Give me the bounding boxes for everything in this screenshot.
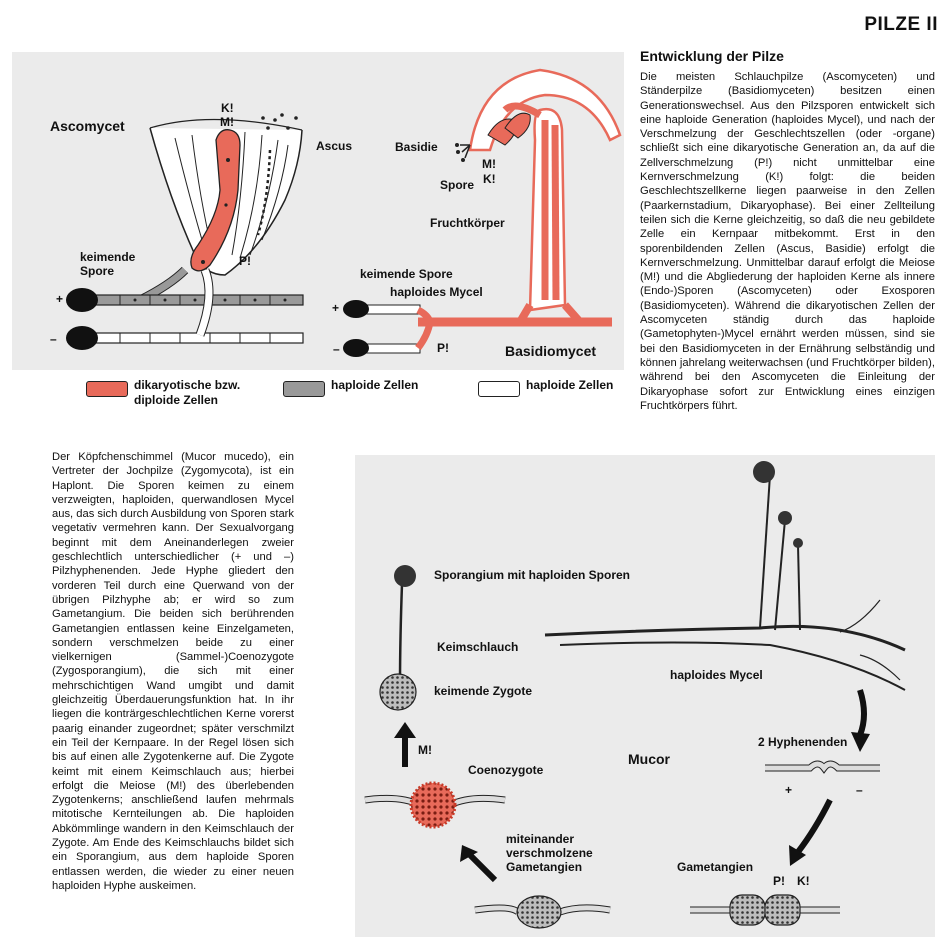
gametangia-plasmogamy-label: P! [773,874,785,888]
section-heading: Entwicklung der Pilze [640,48,784,64]
legend-swatch-red [86,381,128,397]
fused-gametangia-label-2: verschmolzene [506,846,593,860]
ascomycete-drawing [66,113,304,350]
germinating-zygote-label: keimende Zygote [434,684,533,698]
legend-label: dikaryotische bzw. [134,378,241,392]
spore-label: Spore [440,178,475,192]
ascomycete-title: Ascomycet [50,118,125,134]
germinating-zygote [379,673,417,711]
basidium-label: Basidie [395,140,438,154]
legend-label: diploide Zellen [134,393,219,407]
hyphae-minus-sign: – [856,783,863,797]
basidiomycete-drawing [343,68,622,357]
mycelium-label: haploides Mycel [670,668,763,682]
ascus-label: Ascus [316,139,353,153]
germ-tube [398,583,404,686]
plus-sign: + [56,292,64,306]
plasmogamy-label: P! [239,254,251,268]
mucor-paragraph: Der Köpfchenschimmel (Mucor mucedo), ein… [52,451,294,892]
coenozygote-label: Coenozygote [468,763,544,777]
basidio-plus-sign: + [332,301,340,315]
sporangium-large [753,461,775,483]
basidio-germinating-spore-label: keimende Spore [360,267,453,281]
fused-gametangia-label-1: miteinander [506,832,575,846]
basidiomycete-title: Basidiomycet [505,343,597,359]
hyphae-ends-label: 2 Hyphenenden [758,735,848,749]
mucor-meiosis-label: M! [418,743,432,757]
fruiting-body-label: Fruchtkörper [430,216,505,230]
mucor-panel [355,455,935,937]
plus-spore [66,288,98,312]
ascus-label-m: M! [220,115,234,129]
germinating-spore-label-2: Spore [80,264,115,278]
fused-gametangia-label-3: Gametangien [506,860,583,874]
basidio-minus-sign: – [333,342,340,356]
page-title: PILZE II [864,14,938,35]
basidio-minus-spore [343,339,369,357]
gametangia-karyogamy-label: K! [797,874,810,888]
ascus-label-k: K! [221,101,234,115]
haploid-mycelium [544,624,906,652]
sporangium-small [394,565,416,587]
germinating-spore-label-1: keimende [80,250,136,264]
gametangium-plus [729,894,766,926]
coenozygote [409,781,457,829]
germ-tube-label: Keimschlauch [437,640,519,654]
legend-swatch-grey [283,381,325,397]
legend-label: haploide Zellen [526,378,614,392]
legend-label: haploide Zellen [331,378,419,392]
haploid-mycelium-label: haploides Mycel [390,285,483,299]
fruiting-body-cap [468,68,622,152]
sporangium-label: Sporangium mit haploiden Sporen [434,568,631,582]
gametangia-label: Gametangien [677,860,754,874]
minus-spore [66,326,98,350]
karyogamy-label: K! [483,172,496,186]
dikaryotic-ascus [190,129,241,272]
basidio-plus-spore [343,300,369,318]
gametangium-minus [764,894,801,926]
mucor-drawing [364,461,906,929]
intro-paragraph: Die meisten Schlauchpilze (Ascomyceten) … [640,71,935,412]
mucor-title: Mucor [628,751,670,767]
hyphae-plus-sign: + [785,783,793,797]
fused-gametangia [516,895,562,929]
basidio-plasmogamy-label: P! [437,341,449,355]
minus-sign: – [50,332,57,346]
legend-swatch-white [478,381,520,397]
meiosis-label: M! [482,157,496,171]
